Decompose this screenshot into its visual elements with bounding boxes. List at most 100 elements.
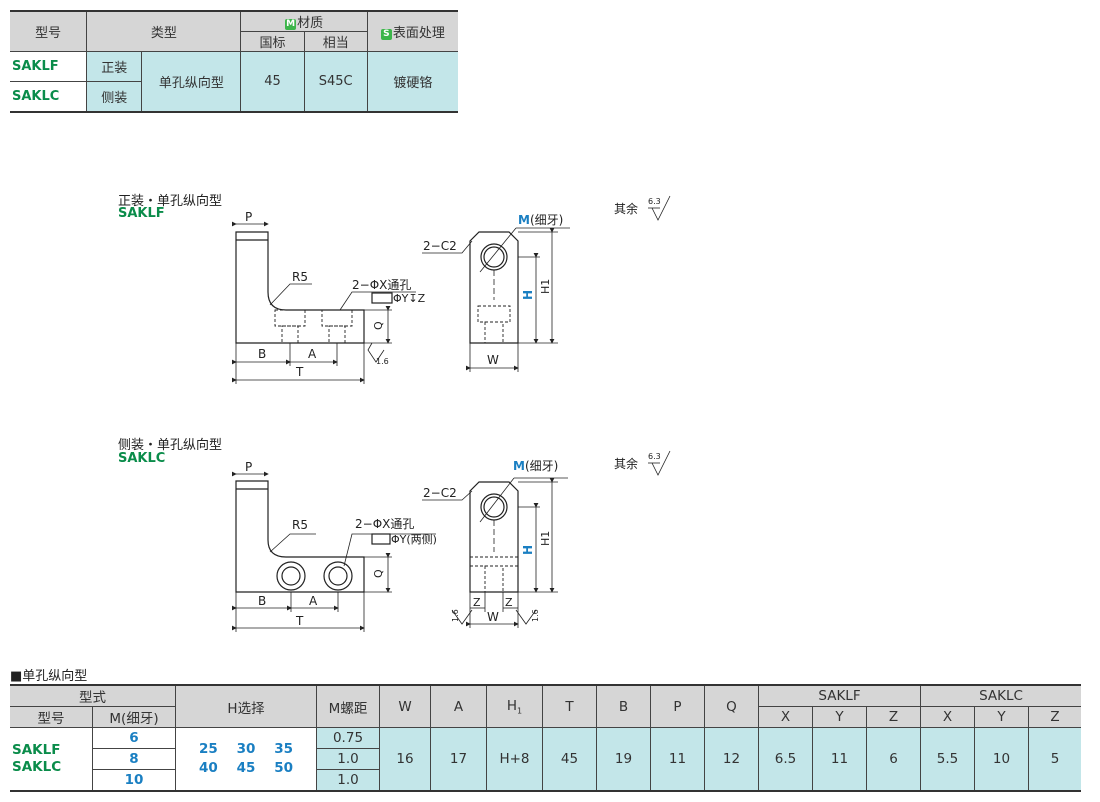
pitch-0: 0.75	[316, 727, 380, 749]
header-f-Y: Y	[812, 706, 867, 728]
val-f-Y: 11	[812, 727, 867, 791]
header-h-select: H选择	[175, 684, 317, 728]
m-value-6: 6	[92, 727, 176, 749]
d2-surface-value: 6.3	[648, 452, 661, 461]
d2-label-M: M	[513, 459, 525, 473]
d2-label-C2: 2−C2	[423, 486, 457, 500]
header-f-Z: Z	[866, 706, 921, 728]
drawing2-title: 侧装・单孔纵向型	[118, 438, 223, 453]
val-T: 45	[542, 727, 597, 791]
d2-label-P: P	[245, 460, 252, 474]
d2-label-Z-right: Z	[505, 596, 513, 609]
d1-label-R5: R5	[292, 270, 308, 284]
drawing2-front-view	[232, 471, 436, 632]
d1-label-Q: Q	[372, 321, 385, 330]
d1-surface-note: 其余	[614, 201, 638, 216]
h-40: 40	[198, 759, 218, 776]
type-value: 单孔纵向型	[141, 51, 242, 112]
header-B: B	[596, 684, 651, 728]
m-value-10: 10	[92, 769, 176, 791]
m-value-8: 8	[92, 748, 176, 770]
d1-label-rough: 1.6	[376, 357, 389, 366]
val-A: 17	[430, 727, 487, 791]
header-Q: Q	[704, 684, 759, 728]
material-badge: M	[285, 19, 297, 30]
header-f-X: X	[758, 706, 813, 728]
surface-badge: S	[380, 29, 392, 40]
header-m-pitch: M螺距	[316, 684, 380, 728]
drawing1-front-view	[232, 221, 416, 384]
d1-label-W: W	[487, 353, 499, 367]
mount-side: 侧装	[86, 81, 143, 112]
d1-label-H1: H1	[539, 279, 552, 294]
d2-label-rough-left: 1.6	[451, 609, 460, 622]
d2-label-H: H	[521, 545, 535, 555]
d2-label-R5: R5	[292, 518, 308, 532]
header-material-equiv: 相当	[303, 31, 368, 52]
header-H1: H1	[486, 684, 543, 728]
d1-label-P: P	[245, 210, 252, 224]
header-saklf: SAKLF	[758, 684, 921, 707]
d1-label-H: H	[521, 290, 535, 300]
header-model: 型号	[10, 10, 88, 52]
d2-label-A: A	[309, 594, 318, 608]
d1-label-cb: ΦY↧Z	[393, 292, 426, 305]
drawing2-side-view	[422, 477, 568, 628]
h-select-cell: 25 30 35 40 45 50	[175, 727, 317, 791]
header-type: 类型	[86, 10, 242, 52]
d1-label-hole: 2−ΦX通孔	[352, 278, 411, 292]
d2-label-T: T	[295, 614, 304, 628]
header-P: P	[650, 684, 705, 728]
header-model: 型号	[10, 706, 93, 728]
val-Q: 12	[704, 727, 759, 791]
d1-label-M: M	[518, 213, 530, 227]
technical-drawings: P R5 2−ΦX通孔 ΦY↧Z Q B A T 1.6 M (细牙) 2−C2…	[232, 195, 671, 632]
header-surface-label: 表面处理	[392, 26, 445, 41]
d1-label-M-note: (细牙)	[530, 213, 563, 227]
val-f-X: 6.5	[758, 727, 813, 791]
h-35: 35	[274, 740, 293, 757]
d2-label-B: B	[258, 594, 266, 608]
d1-label-B: B	[258, 347, 266, 361]
dimension-table: 型式 H选择 M螺距 W A H1 T B P Q SAKLF SAKLC 型号…	[10, 684, 1081, 792]
val-W: 16	[379, 727, 431, 791]
d2-label-cb: ΦY(两侧)	[391, 533, 437, 546]
val-B: 19	[596, 727, 651, 791]
d2-label-Q: Q	[372, 569, 385, 578]
d2-surface-note: 其余	[614, 456, 638, 471]
model-saklc: SAKLC	[12, 758, 62, 775]
h-25: 25	[198, 740, 218, 757]
d2-label-rough-right: 1.6	[531, 609, 540, 622]
drawing1-title: 正装・单孔纵向型	[118, 194, 223, 209]
d2-label-W: W	[487, 610, 499, 624]
d1-label-A: A	[308, 347, 317, 361]
header-A: A	[430, 684, 487, 728]
header-c-Y: Y	[974, 706, 1029, 728]
surface-symbol-2	[651, 450, 671, 476]
header-material-label: 材质	[297, 16, 324, 31]
val-H1: H+8	[486, 727, 543, 791]
header-material-std: 国标	[240, 31, 305, 52]
model-saklc: SAKLC	[10, 81, 88, 112]
val-c-X: 5.5	[920, 727, 975, 791]
d2-label-hole: 2−ΦX通孔	[355, 517, 414, 531]
header-W: W	[379, 684, 431, 728]
surface-value: 镀硬铬	[366, 51, 458, 112]
drawing2-model: SAKLC	[118, 451, 166, 466]
h-30: 30	[236, 740, 256, 757]
section-title: ■单孔纵向型	[10, 669, 88, 684]
h-45: 45	[236, 759, 256, 776]
val-P: 11	[650, 727, 705, 791]
h-row2: 40 45 50	[176, 759, 316, 778]
d2-label-M-note: (细牙)	[525, 459, 558, 473]
header-T: T	[542, 684, 597, 728]
header-H1-main: H	[506, 697, 518, 714]
d1-surface-value: 6.3	[648, 197, 661, 206]
header-m-fine: M(细牙)	[92, 706, 176, 728]
model-saklf: SAKLF	[12, 741, 61, 758]
h-50: 50	[274, 759, 293, 776]
drawing1-side-view	[422, 227, 570, 372]
